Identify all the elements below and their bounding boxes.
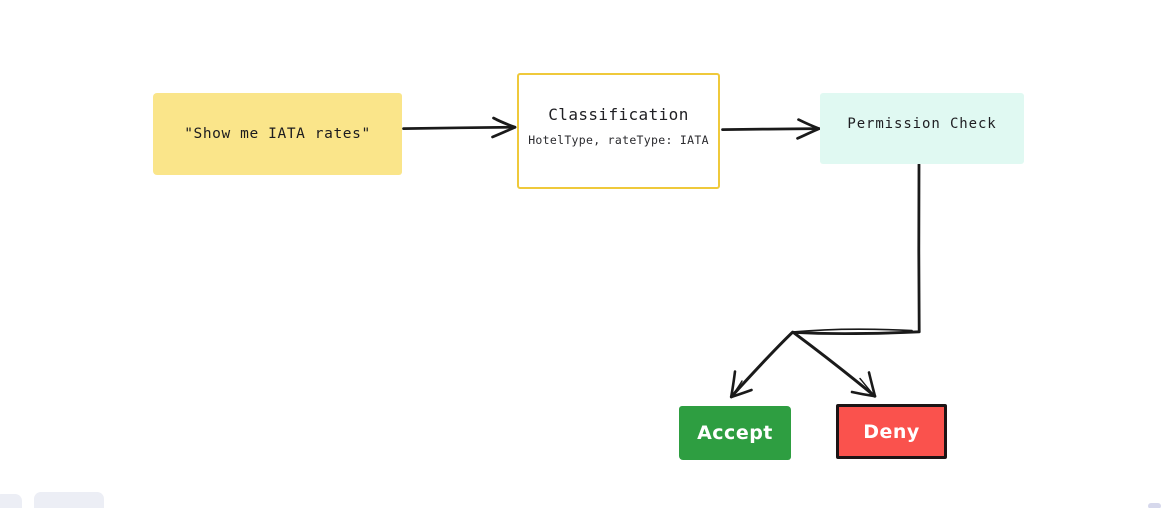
node-permission-check-label: Permission Check [847,116,997,132]
node-classification-title: Classification [548,105,689,124]
edge-classification-to-permission [721,118,821,140]
node-classification-subtitle: HotelType, rateType: IATA [528,133,709,147]
edge-split-to-accept [729,330,795,399]
toolbar-button-secondary[interactable] [34,492,104,508]
node-permission-check[interactable]: Permission Check [820,93,1024,164]
edge-split-to-deny [791,330,877,398]
edge-prompt-to-classification [402,116,517,139]
node-accept-label: Accept [697,422,773,444]
node-prompt-label: "Show me IATA rates" [184,126,371,142]
node-prompt[interactable]: "Show me IATA rates" [153,93,402,175]
scroll-indicator [1148,503,1161,508]
node-deny[interactable]: Deny [836,404,947,459]
node-accept[interactable]: Accept [679,406,791,460]
node-deny-label: Deny [863,420,920,443]
node-classification[interactable]: Classification HotelType, rateType: IATA [517,73,720,189]
toolbar-button-left[interactable] [0,494,22,508]
edge-permission-split [791,163,921,336]
